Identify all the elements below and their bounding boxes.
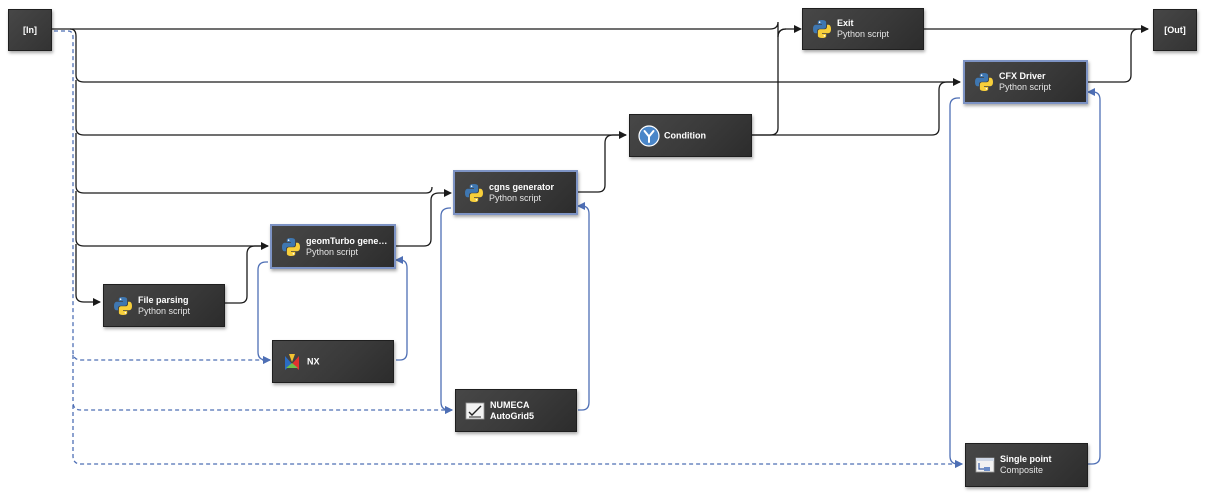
tool-wire-nx-geomturbo bbox=[395, 256, 408, 361]
node-subtitle: Python script bbox=[837, 29, 890, 39]
node-subtitle: Python script bbox=[138, 305, 191, 316]
wire-in-to-exit bbox=[52, 21, 802, 38]
node-exit[interactable]: Exit Python script bbox=[802, 8, 924, 50]
node-title: NX bbox=[307, 356, 320, 366]
node-cgns-generator[interactable]: cgns generator Python script bbox=[453, 170, 578, 215]
node-subtitle: Python script bbox=[306, 246, 359, 257]
dashed-wire-in-to-numeca bbox=[72, 355, 453, 414]
node-subtitle: Python script bbox=[999, 82, 1052, 92]
python-icon bbox=[973, 71, 995, 93]
node-subtitle: AutoGrid5 bbox=[490, 410, 534, 421]
node-nx[interactable]: NX bbox=[272, 340, 394, 383]
wire-in-to-geomturbo bbox=[75, 191, 269, 250]
wire-geomturbo-to-cgns bbox=[396, 189, 452, 247]
python-icon bbox=[463, 182, 485, 204]
node-file-parsing[interactable]: File parsing Python script bbox=[103, 284, 225, 327]
wire-in-to-fileparsing bbox=[75, 244, 101, 306]
nx-icon bbox=[281, 351, 303, 373]
autogrid-icon bbox=[464, 400, 486, 422]
node-title: Condition bbox=[664, 130, 706, 140]
dashed-wire-in-to-nx bbox=[54, 30, 271, 364]
output-port[interactable]: [Out] bbox=[1153, 9, 1197, 51]
tool-wire-numeca-cgns bbox=[577, 202, 590, 411]
tool-wire-singlepoint-cfx bbox=[1087, 88, 1101, 465]
node-cfx-driver[interactable]: CFX Driver Python script bbox=[963, 60, 1088, 104]
wire-condition-to-cfx bbox=[752, 81, 960, 136]
node-numeca-autogrid5[interactable]: NUMECA AutoGrid5 bbox=[455, 389, 577, 432]
node-title: CFX Driver bbox=[999, 71, 1046, 81]
node-condition[interactable]: Condition bbox=[629, 114, 752, 157]
tool-wire-geomturbo-nx bbox=[257, 261, 271, 364]
node-title: NUMECA bbox=[490, 399, 530, 410]
dashed-wire-in-to-singlepoint bbox=[72, 405, 963, 468]
node-title: Exit bbox=[837, 18, 854, 28]
composite-icon bbox=[974, 454, 996, 476]
node-title: geomTurbo gene… bbox=[306, 235, 388, 246]
python-icon bbox=[112, 295, 134, 317]
node-subtitle: Composite bbox=[1000, 465, 1044, 475]
python-icon bbox=[811, 18, 833, 40]
tool-wire-cgns-numeca bbox=[440, 207, 453, 414]
wire-in-to-condition bbox=[75, 80, 627, 139]
node-title: cgns generator bbox=[489, 181, 555, 192]
wire-cgns-to-condition bbox=[578, 134, 626, 193]
condition-fork-icon bbox=[638, 124, 660, 147]
node-subtitle: Python script bbox=[489, 192, 542, 203]
python-icon bbox=[280, 236, 302, 258]
node-title: File parsing bbox=[138, 294, 189, 305]
node-title: Single point bbox=[1000, 454, 1052, 464]
tool-wire-cfx-singlepoint bbox=[949, 97, 963, 468]
node-geomturbo-generator[interactable]: geomTurbo gene… Python script bbox=[270, 224, 396, 269]
wire-in-to-cgns bbox=[75, 133, 433, 194]
wire-in-to-cfx bbox=[69, 28, 961, 86]
node-single-point[interactable]: Single point Composite bbox=[965, 443, 1088, 487]
wire-cfx-to-out bbox=[1088, 28, 1148, 83]
wire-fileparsing-to-geomturbo bbox=[225, 245, 268, 304]
input-port[interactable]: [In] bbox=[8, 9, 52, 51]
